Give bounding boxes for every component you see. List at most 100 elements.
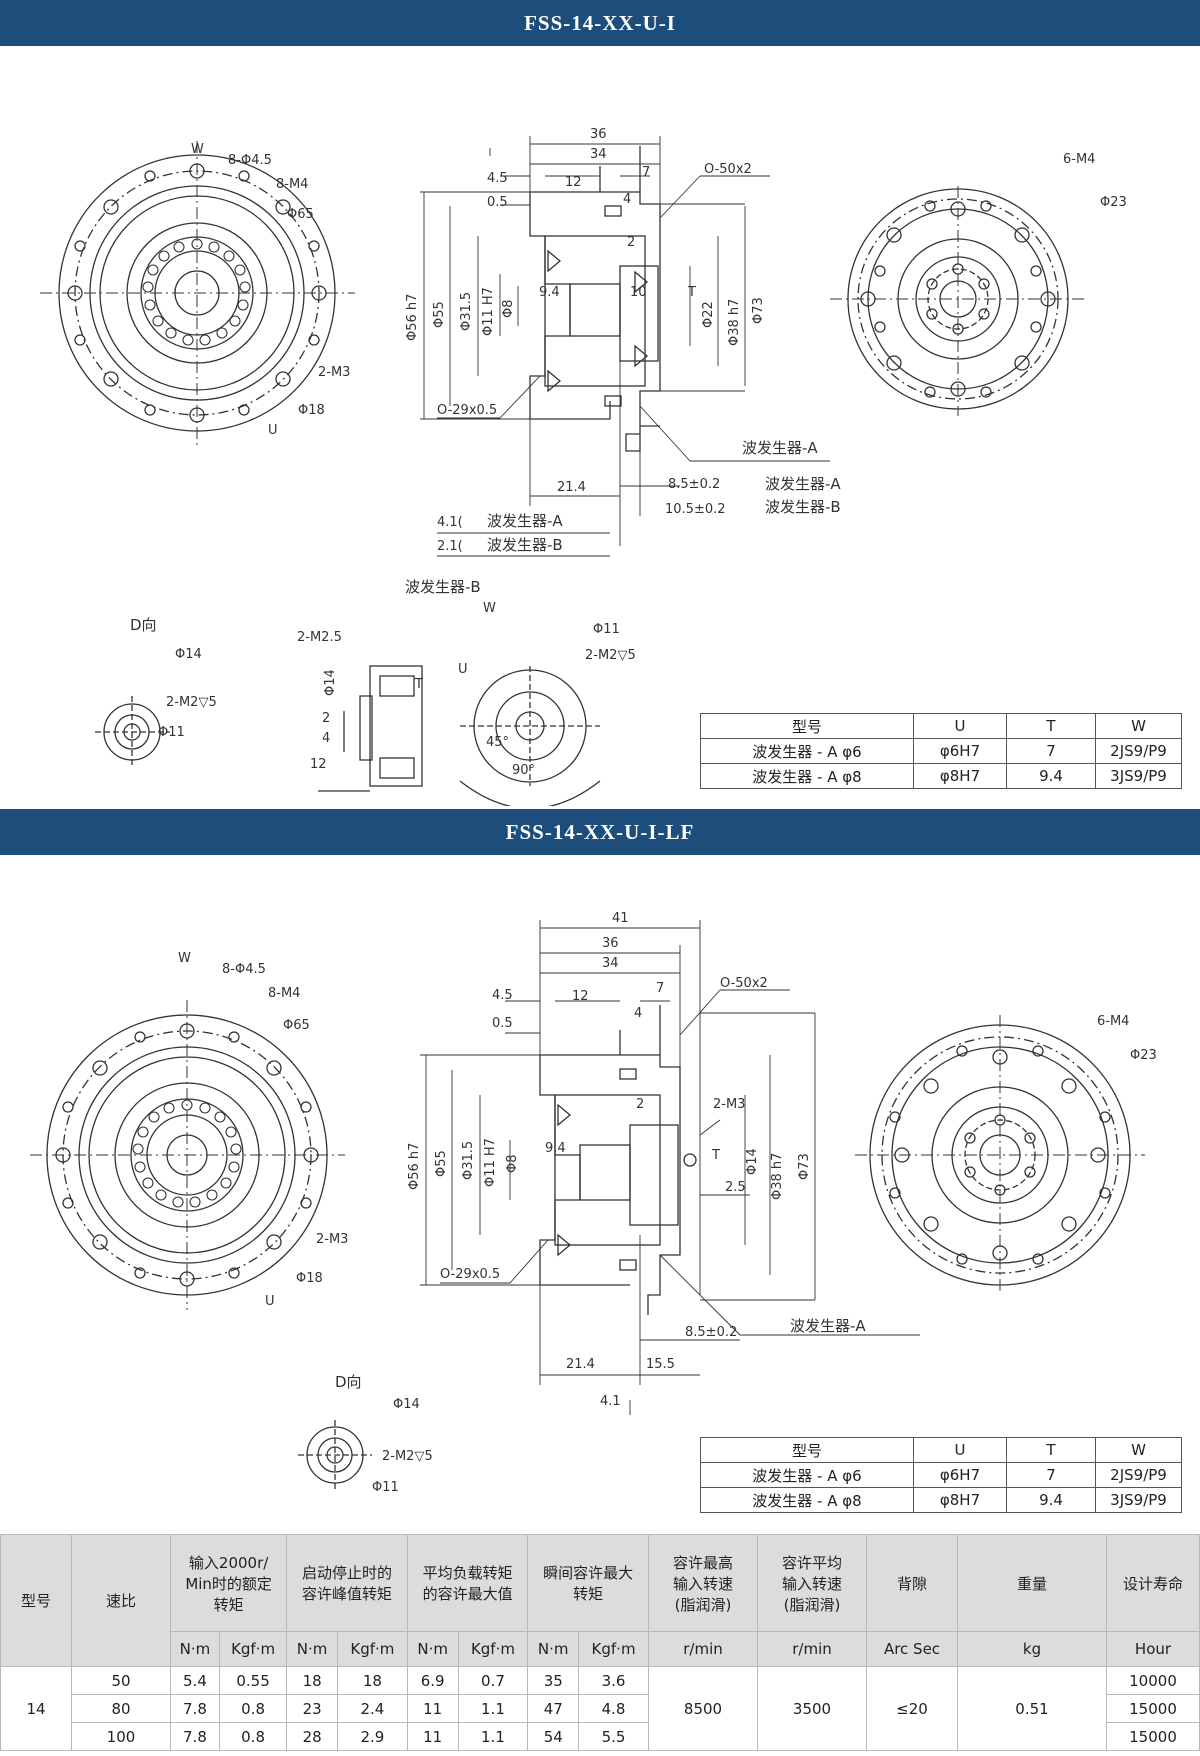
label-dv-m2-2: 2-M2▽5 xyxy=(382,1449,433,1464)
perf-cell: 4.8 xyxy=(578,1694,649,1723)
label-wg-b2: 波发生器-B xyxy=(765,498,841,516)
perf-cell: 5.5 xyxy=(578,1722,649,1751)
spec-row: 波发生器 - A φ8 φ8H7 9.4 3JS9/P9 xyxy=(700,1487,1182,1513)
perf-unit: N·m xyxy=(406,1631,459,1667)
perf-header-inst: 瞬间容许最大 转矩 xyxy=(527,1534,649,1632)
label-holes: 8-Φ4.5 xyxy=(228,153,272,168)
spec-row: 波发生器 - A φ6 φ6H7 7 2JS9/P9 xyxy=(700,1462,1182,1488)
perf-unit: kg xyxy=(957,1631,1107,1667)
spec-header-row: 型号 U T W xyxy=(700,1437,1182,1463)
perf-header-rated-l3: 转矩 xyxy=(213,1595,244,1614)
label-u-2: U xyxy=(265,1294,275,1309)
section1-drawing: W 8-Φ4.5 8-M4 Φ65 2-M3 Φ18 U 36 34 4.5 0… xyxy=(0,46,1200,806)
dim-8-5: 8.5±0.2 xyxy=(668,477,720,492)
perf-header-avgin-l1: 容许平均 xyxy=(781,1553,842,1572)
perf-unit: N·m xyxy=(527,1631,580,1667)
perf-header-rated: 输入2000r/ Min时的额定 转矩 xyxy=(169,1534,288,1632)
dim-4-5: 4.5 xyxy=(487,171,508,186)
label-8m4: 8-M4 xyxy=(276,177,308,192)
label-oring1: O-50x2 xyxy=(704,162,752,177)
perf-cell: 7.8 xyxy=(170,1694,220,1723)
spec-cell: φ8H7 xyxy=(913,763,1007,789)
perf-cell: 23 xyxy=(286,1694,338,1723)
dim-0-5-2: 0.5 xyxy=(492,1016,513,1031)
spec-cell: φ6H7 xyxy=(913,1462,1007,1488)
spec-cell: φ6H7 xyxy=(913,738,1007,764)
spec-row: 波发生器 - A φ8 φ8H7 9.4 3JS9/P9 xyxy=(700,763,1182,789)
perf-cell: 7.8 xyxy=(170,1722,220,1751)
dim-34-2: 34 xyxy=(602,956,619,971)
section-view-2 xyxy=(539,1005,697,1315)
spec-header-row: 型号 U T W xyxy=(700,713,1182,739)
dim-10: 10 xyxy=(630,285,647,300)
spec-header-t: T xyxy=(1006,713,1096,739)
label-d-view: D向 xyxy=(130,616,157,634)
label-6m4-2: 6-M4 xyxy=(1097,1014,1129,1029)
section1-spec-table: 型号 U T W 波发生器 - A φ6 φ6H7 7 2JS9/P9 波发生器… xyxy=(700,713,1182,789)
spec-header-model: 型号 xyxy=(700,1437,914,1463)
spec-header-w: W xyxy=(1095,713,1182,739)
spec-cell: 9.4 xyxy=(1006,763,1096,789)
label-d-view-2: D向 xyxy=(335,1373,362,1391)
perf-header-inst-l1: 瞬间容许最大 xyxy=(543,1564,634,1582)
section1-svg: W 8-Φ4.5 8-M4 Φ65 2-M3 Φ18 U 36 34 4.5 0… xyxy=(40,127,1127,806)
perf-unit: Arc Sec xyxy=(866,1631,958,1667)
dim-d38-2: Φ38 h7 xyxy=(770,1153,785,1200)
perf-unit: Kgf·m xyxy=(457,1631,529,1667)
perf-cell: 28 xyxy=(286,1722,338,1751)
perf-header-avgin-l3: (脂润滑) xyxy=(783,1595,841,1614)
spec-cell: 3JS9/P9 xyxy=(1095,1487,1182,1513)
label-w-2: W xyxy=(178,951,191,966)
perf-header-maxin: 容许最高 输入转速 (脂润滑) xyxy=(648,1534,758,1632)
dim-4-2: 4 xyxy=(634,1006,642,1021)
spec-cell: 9.4 xyxy=(1006,1487,1096,1513)
dim-8-5-2: 8.5±0.2 xyxy=(685,1325,737,1340)
dim-t-2: T xyxy=(711,1148,720,1163)
dim-41: 41 xyxy=(612,911,629,926)
perf-header-avgin-l2: 输入转速 xyxy=(781,1574,842,1593)
label-wg-a-2: 波发生器-A xyxy=(790,1317,866,1335)
label-b-2: 2 xyxy=(322,711,330,726)
label-b-d11: Φ11 xyxy=(593,622,620,637)
label-d18: Φ18 xyxy=(298,403,325,418)
perf-cell: 11 xyxy=(406,1722,459,1751)
perf-cell: 0.8 xyxy=(218,1722,288,1751)
perf-header-avg-l2: 的容许最大值 xyxy=(422,1585,513,1603)
spec-cell: 波发生器 - A φ8 xyxy=(700,763,914,789)
label-oring2: O-29x0.5 xyxy=(437,403,497,418)
perf-cell: 6.9 xyxy=(406,1666,459,1695)
label-d65-2: Φ65 xyxy=(283,1018,310,1033)
perf-unit: N·m xyxy=(170,1631,220,1667)
label-oring1-2: O-50x2 xyxy=(720,976,768,991)
spec-cell: 2JS9/P9 xyxy=(1095,738,1182,764)
label-dv-m2: 2-M2▽5 xyxy=(166,695,217,710)
perf-header-avg: 平均负载转矩 的容许最大值 xyxy=(406,1534,529,1632)
dim-d55: Φ55 xyxy=(432,301,447,328)
perf-life: 10000 xyxy=(1106,1666,1200,1695)
label-oring2-2: O-29x0.5 xyxy=(440,1267,500,1282)
dim-d11-2: Φ11 H7 xyxy=(483,1138,498,1187)
perf-header-peak-l2: 容许峰值转矩 xyxy=(302,1585,393,1603)
spec-header-u: U xyxy=(913,1437,1007,1463)
perf-header-ratio: 速比 xyxy=(71,1534,171,1667)
dim-7: 7 xyxy=(642,165,650,180)
perf-cell: 0.7 xyxy=(457,1666,529,1695)
label-6m4: 6-M4 xyxy=(1063,152,1095,167)
dim-4: 4 xyxy=(623,192,631,207)
perf-cell: 2.4 xyxy=(336,1694,408,1723)
dim-0-5: 0.5 xyxy=(487,195,508,210)
spec-cell: 2JS9/P9 xyxy=(1095,1462,1182,1488)
spec-row: 波发生器 - A φ6 φ6H7 7 2JS9/P9 xyxy=(700,738,1182,764)
perf-ratio: 100 xyxy=(71,1722,171,1751)
dim-9-4: 9.4 xyxy=(539,285,560,300)
label-b-u: U xyxy=(458,662,468,677)
dim-t: T xyxy=(687,285,696,300)
perf-ratio: 80 xyxy=(71,1694,171,1723)
dim-36-2: 36 xyxy=(602,936,619,951)
section2-svg: W 8-Φ4.5 8-M4 Φ65 2-M3 Φ18 U 41 36 34 4.… xyxy=(30,911,1157,1495)
perf-header-backlash: 背隙 xyxy=(866,1534,958,1632)
spec-cell: 7 xyxy=(1006,1462,1096,1488)
section2-title: FSS-14-XX-U-I-LF xyxy=(0,809,1200,855)
label-wg-b: 波发生器-B xyxy=(405,578,481,596)
label-wg-a: 波发生器-A xyxy=(742,439,818,457)
